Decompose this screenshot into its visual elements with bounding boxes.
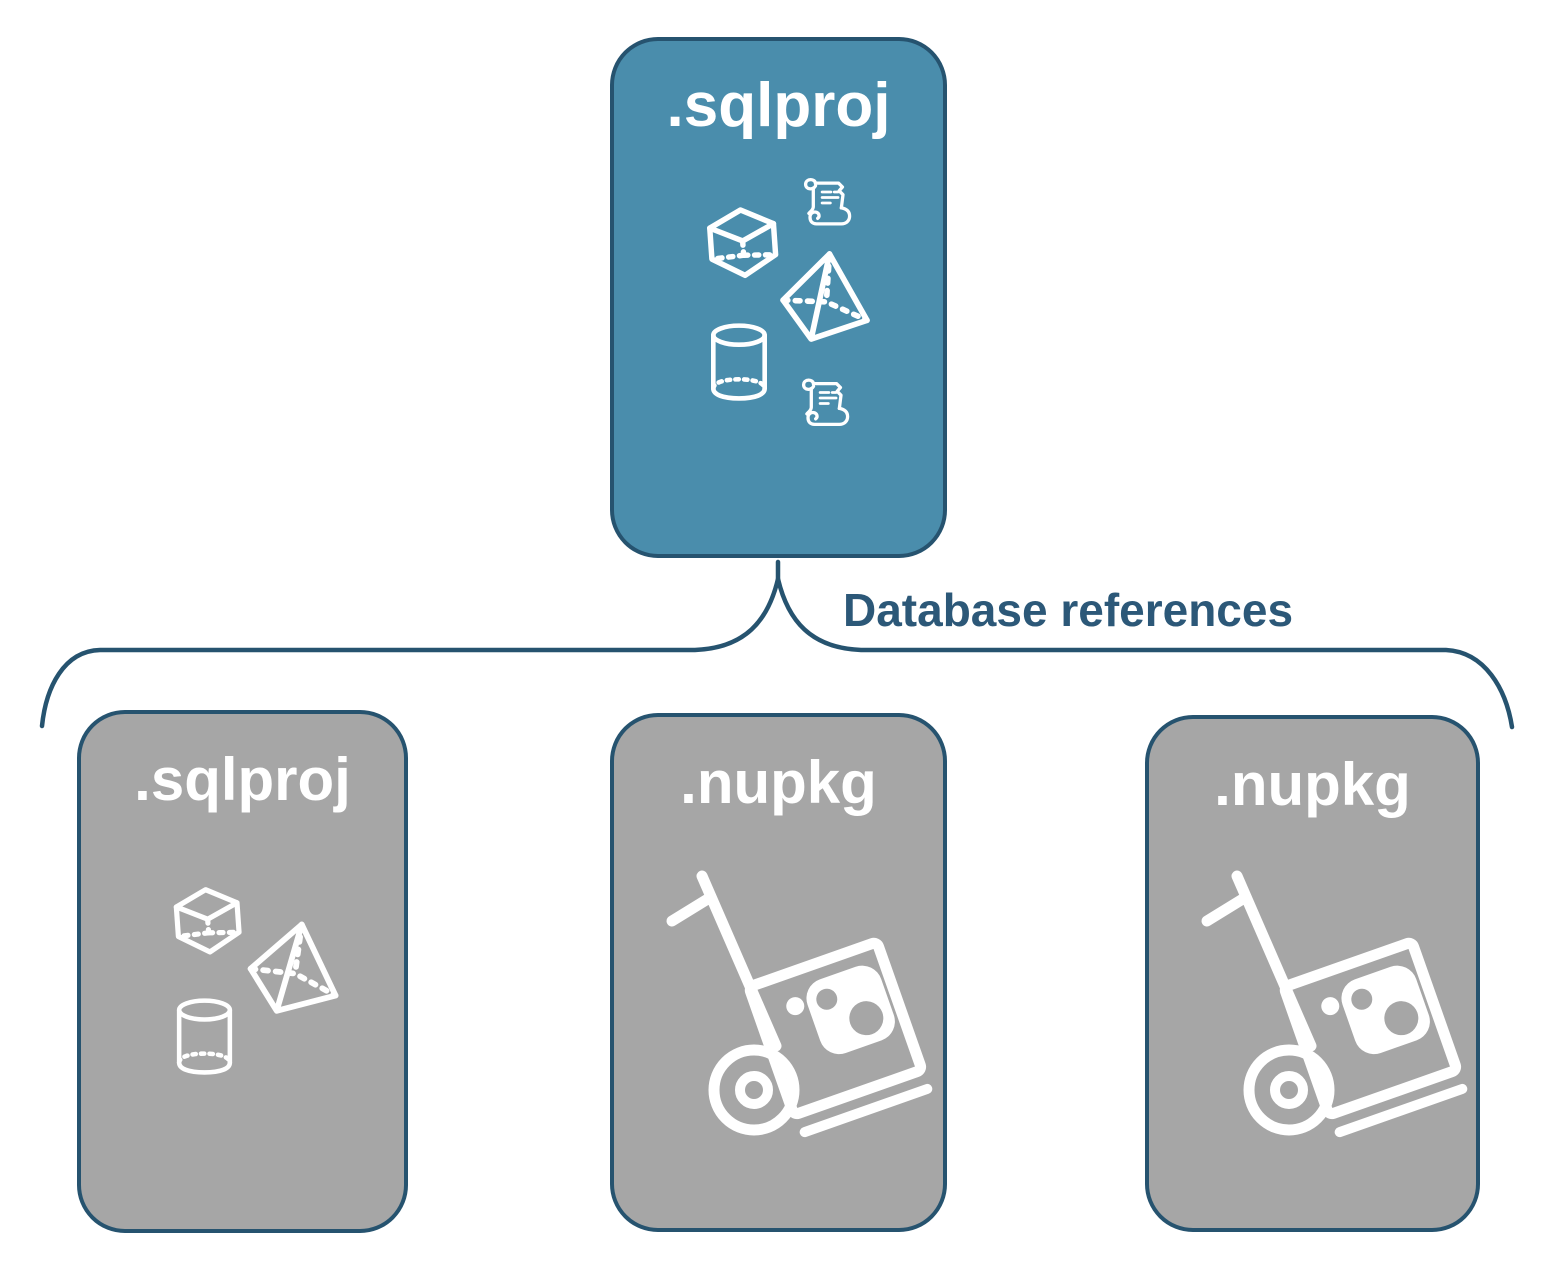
edge-label-database-references: Database references bbox=[843, 584, 1294, 636]
cylinder-icon bbox=[172, 997, 237, 1079]
node-nupkg-child-1: .nupkg bbox=[610, 713, 947, 1232]
script-scroll-icon bbox=[799, 175, 854, 232]
cube-icon bbox=[164, 881, 251, 967]
node-label: .nupkg bbox=[680, 749, 877, 816]
script-scroll-icon bbox=[797, 376, 852, 432]
node-sqlproj-root: .sqlproj bbox=[610, 37, 947, 558]
node-label: .nupkg bbox=[1214, 751, 1411, 818]
node-sqlproj-child: .sqlproj bbox=[77, 710, 408, 1233]
package-dolly-icon bbox=[1179, 864, 1469, 1144]
pyramid-icon bbox=[236, 912, 351, 1025]
pyramid-icon bbox=[769, 245, 880, 349]
node-label: .sqlproj bbox=[134, 746, 351, 813]
cube-icon bbox=[698, 201, 788, 291]
node-nupkg-child-2: .nupkg bbox=[1145, 715, 1480, 1232]
package-dolly-icon bbox=[644, 864, 934, 1144]
node-label: .sqlproj bbox=[666, 71, 891, 140]
cylinder-icon bbox=[706, 322, 772, 405]
